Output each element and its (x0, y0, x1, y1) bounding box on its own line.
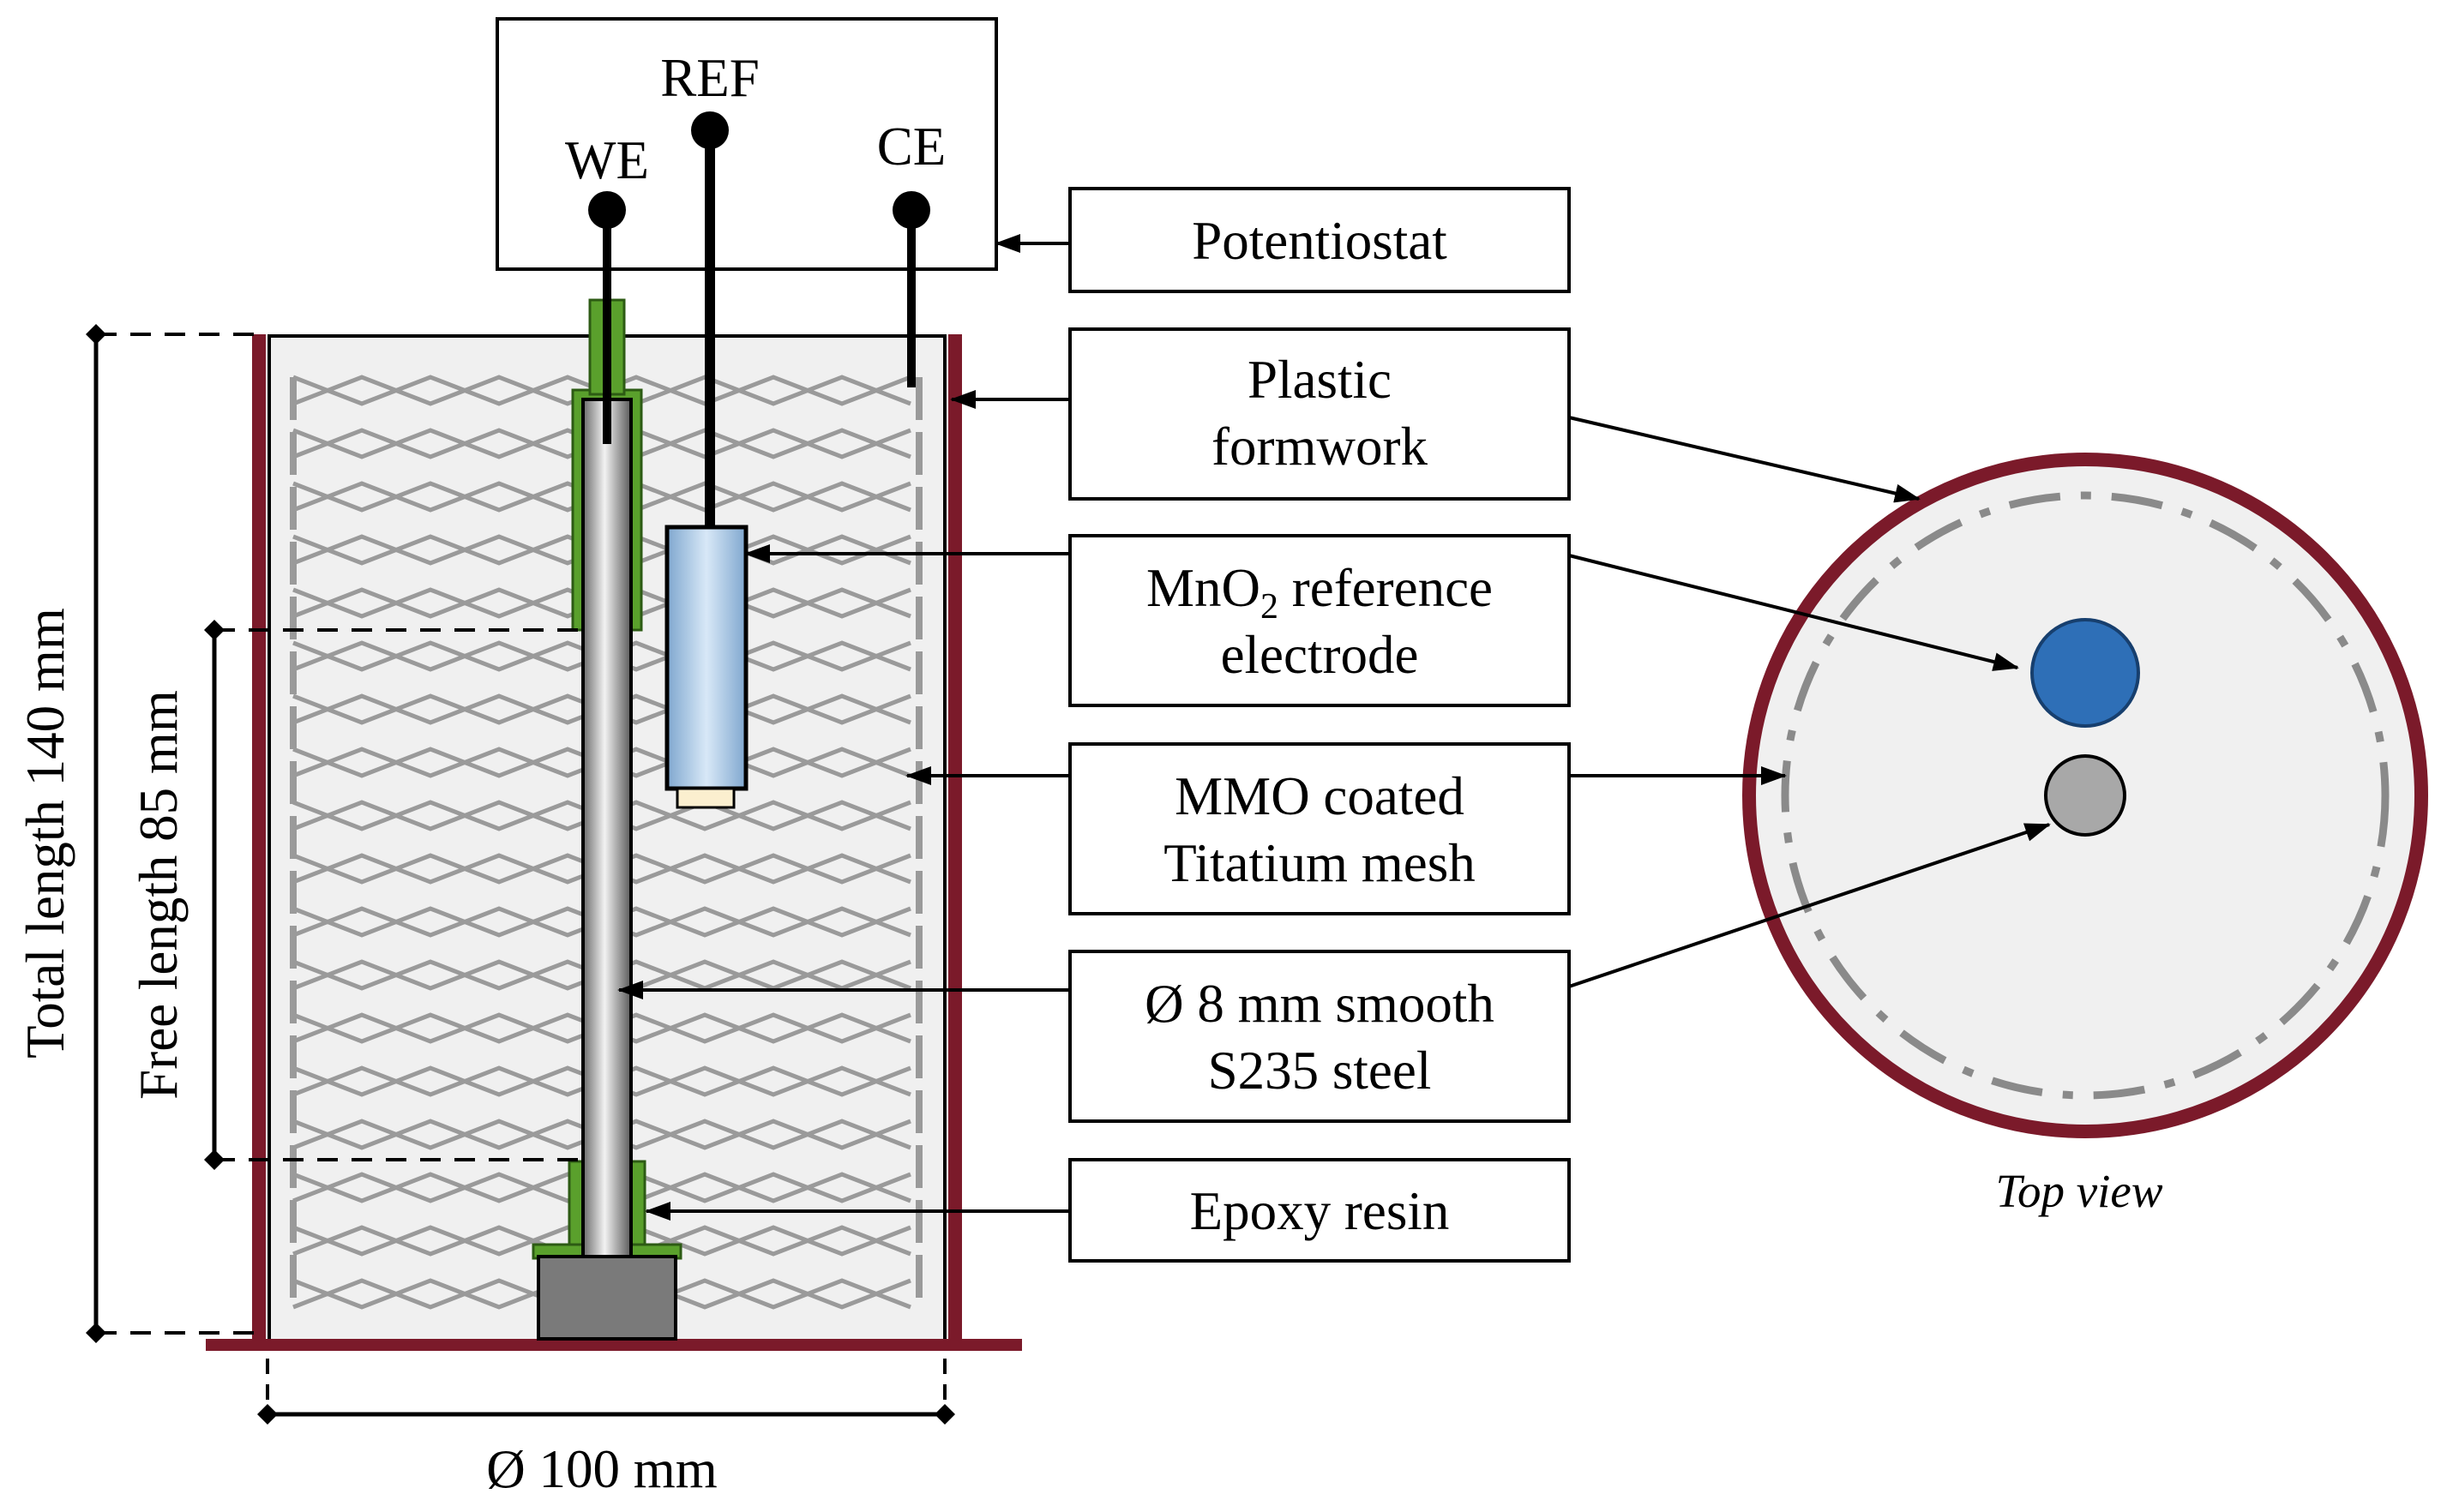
label-reference-electrode-line2: electrode (1221, 625, 1419, 685)
label-mesh: MMO coated Titatium mesh (1068, 742, 1571, 915)
label-plastic-formwork: Plastic formwork (1068, 327, 1571, 501)
label-mesh-line2: Titatium mesh (1163, 833, 1475, 893)
terminal-ce-dot (893, 191, 930, 229)
rod-base-block (537, 1255, 677, 1341)
terminal-ref-dot (691, 111, 729, 149)
leader-arrows-left (617, 234, 1070, 1221)
label-steel-line1: Ø 8 mm smooth (1145, 974, 1494, 1034)
label-epoxy: Epoxy resin (1068, 1158, 1571, 1263)
top-view-mesh-ring (1781, 491, 2390, 1100)
top-view-label: Top view (1995, 1165, 2162, 1217)
label-potentiostat-text: Potentiostat (1192, 211, 1447, 271)
diameter-label: Ø 100 mm (486, 1439, 718, 1499)
label-plastic-formwork-line2: formwork (1211, 417, 1428, 477)
dimension-lines (86, 324, 955, 1425)
steel-rod (581, 398, 633, 1258)
terminal-we-dot (588, 191, 626, 229)
label-steel-line2: S235 steel (1208, 1041, 1432, 1101)
reference-electrode-tip (676, 787, 736, 809)
terminal-ref-label: REF (660, 48, 760, 108)
terminal-we-label: WE (565, 130, 649, 190)
free-length-label: Free length 85 mm (129, 690, 189, 1100)
formwork-base (206, 1339, 1022, 1351)
top-view-reference-electrode (2030, 618, 2140, 728)
label-mesh-line1: MMO coated (1175, 766, 1464, 826)
label-plastic-formwork-line1: Plastic (1248, 350, 1392, 410)
label-epoxy-text: Epoxy resin (1190, 1181, 1450, 1241)
reference-electrode-body (664, 525, 749, 791)
terminal-ce-label: CE (877, 117, 947, 177)
formwork-right-wall (948, 334, 962, 1347)
label-reference-electrode: MnO2 reference electrode (1068, 534, 1571, 707)
formwork-left-wall (252, 334, 266, 1347)
label-steel: Ø 8 mm smooth S235 steel (1068, 950, 1571, 1123)
specimen-section (206, 111, 1022, 1351)
label-potentiostat: Potentiostat (1068, 187, 1571, 293)
label-reference-electrode-line1: MnO2 reference (1146, 558, 1493, 627)
top-view-steel-rod (2044, 754, 2126, 837)
leader-arrows-right (1568, 416, 2051, 988)
top-view (1742, 453, 2428, 1138)
total-length-label: Total length 140 mm (15, 608, 75, 1059)
